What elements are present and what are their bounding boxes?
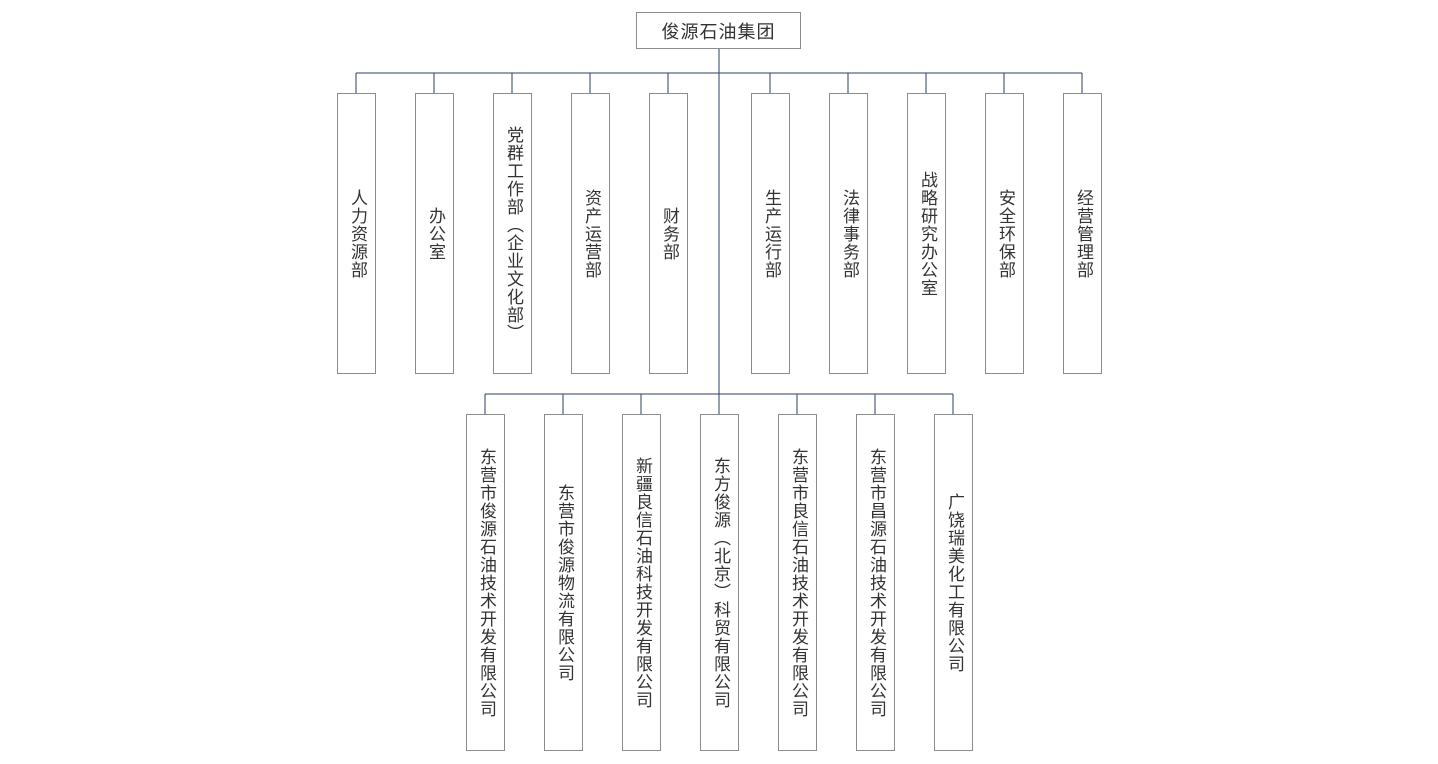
- subsidiary-node: 广饶瑞美化工有限公司: [934, 414, 973, 751]
- subsidiary-node: 东方俊源（北京）科贸有限公司: [700, 414, 739, 751]
- subsidiary-label: 东营市良信石油技术开发有限公司: [788, 447, 808, 718]
- department-label: 生产运行部: [761, 188, 781, 279]
- subsidiary-node: 东营市良信石油技术开发有限公司: [778, 414, 817, 751]
- department-node: 战略研究办公室: [907, 93, 946, 374]
- root-node: 俊源石油集团: [636, 12, 801, 49]
- department-node: 办公室: [415, 93, 454, 374]
- department-node: 法律事务部: [829, 93, 868, 374]
- subsidiary-node: 东营市俊源石油技术开发有限公司: [466, 414, 505, 751]
- department-label: 法律事务部: [839, 188, 859, 279]
- department-node: 经营管理部: [1063, 93, 1102, 374]
- department-node: 党群工作部（企业文化部）: [493, 93, 532, 374]
- subsidiary-label: 东方俊源（北京）科贸有限公司: [710, 456, 730, 709]
- department-label: 财务部: [659, 206, 679, 261]
- department-label: 人力资源部: [347, 188, 367, 279]
- department-label: 资产运营部: [581, 188, 601, 279]
- department-label: 战略研究办公室: [917, 170, 937, 297]
- subsidiary-label: 新疆良信石油科技开发有限公司: [632, 456, 652, 709]
- subsidiary-label: 广饶瑞美化工有限公司: [944, 492, 964, 673]
- department-label: 经营管理部: [1073, 188, 1093, 279]
- department-node: 安全环保部: [985, 93, 1024, 374]
- root-node-label: 俊源石油集团: [661, 21, 776, 43]
- department-label: 办公室: [425, 206, 445, 261]
- department-node: 财务部: [649, 93, 688, 374]
- subsidiary-label: 东营市昌源石油技术开发有限公司: [866, 447, 886, 718]
- department-node: 资产运营部: [571, 93, 610, 374]
- department-node: 生产运行部: [751, 93, 790, 374]
- subsidiary-label: 东营市俊源石油技术开发有限公司: [476, 447, 496, 718]
- subsidiary-label: 东营市俊源物流有限公司: [554, 483, 574, 682]
- subsidiary-node: 新疆良信石油科技开发有限公司: [622, 414, 661, 751]
- department-label: 安全环保部: [995, 188, 1015, 279]
- department-label: 党群工作部（企业文化部）: [503, 125, 523, 342]
- subsidiary-node: 东营市俊源物流有限公司: [544, 414, 583, 751]
- department-node: 人力资源部: [337, 93, 376, 374]
- subsidiary-node: 东营市昌源石油技术开发有限公司: [856, 414, 895, 751]
